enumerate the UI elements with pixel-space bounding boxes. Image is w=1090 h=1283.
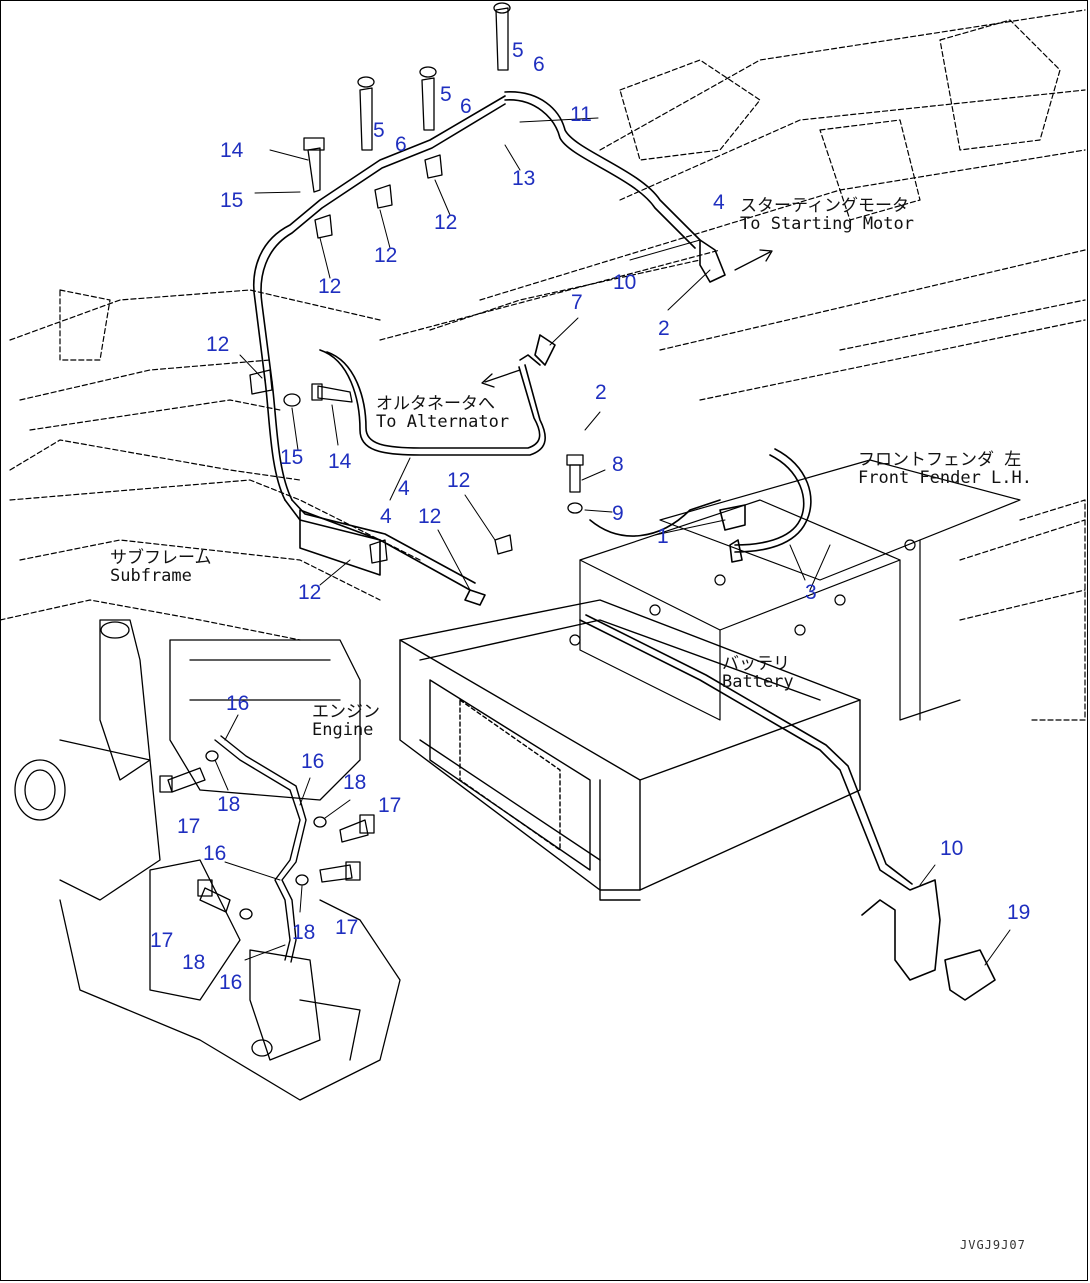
alternator-label: オルタネータへ To Alternator bbox=[376, 394, 510, 432]
callout-6: 6 bbox=[460, 95, 472, 118]
battery-label: バッテリ Battery bbox=[722, 654, 794, 692]
battery-jp: バッテリ bbox=[722, 654, 790, 674]
callout-16: 16 bbox=[219, 971, 243, 994]
callout-18: 18 bbox=[217, 793, 241, 816]
callout-12: 12 bbox=[447, 469, 471, 492]
engine-jp: エンジン bbox=[312, 702, 380, 722]
callout-12: 12 bbox=[298, 581, 322, 604]
battery-cables bbox=[579, 448, 996, 1001]
battery-cells bbox=[569, 459, 1021, 721]
callout-12: 12 bbox=[434, 211, 458, 234]
ground-cable bbox=[214, 735, 307, 963]
front-fender-en: Front Fender L.H. bbox=[858, 467, 1032, 488]
callout-4: 4 bbox=[380, 505, 392, 528]
callout-18: 18 bbox=[182, 951, 206, 974]
subframe-jp: サブフレーム bbox=[110, 548, 212, 568]
callout-2: 2 bbox=[595, 381, 607, 404]
callout-10: 10 bbox=[613, 271, 637, 294]
alternator-cable bbox=[319, 334, 556, 456]
callout-16: 16 bbox=[301, 750, 325, 773]
callout-5: 5 bbox=[373, 119, 385, 142]
callout-5: 5 bbox=[512, 39, 524, 62]
callout-4: 4 bbox=[398, 477, 410, 500]
callout-9: 9 bbox=[612, 502, 624, 525]
callout-13: 13 bbox=[512, 167, 536, 190]
callout-11: 11 bbox=[570, 103, 592, 126]
callout-12: 12 bbox=[418, 505, 442, 528]
callout-10: 10 bbox=[940, 837, 964, 860]
callout-12: 12 bbox=[206, 333, 230, 356]
battery-en: Battery bbox=[722, 671, 794, 692]
engine-label: エンジン Engine bbox=[312, 702, 380, 740]
callout-6: 6 bbox=[395, 133, 407, 156]
engine-en: Engine bbox=[312, 719, 374, 740]
callout-16: 16 bbox=[203, 842, 227, 865]
alternator-en: To Alternator bbox=[376, 411, 510, 432]
callout-1: 1 bbox=[657, 525, 669, 548]
callout-12: 12 bbox=[318, 275, 342, 298]
bolts bbox=[159, 2, 584, 920]
starting-motor-jp: スターティングモータ bbox=[740, 196, 909, 216]
callout-17: 17 bbox=[335, 916, 359, 939]
callout-15: 15 bbox=[280, 446, 304, 469]
front-fender-label: フロントフェンダ 左 Front Fender L.H. bbox=[858, 450, 1032, 488]
callout-6: 6 bbox=[533, 53, 545, 76]
callout-17: 17 bbox=[177, 815, 201, 838]
figure-code: JVGJ9J07 bbox=[960, 1238, 1026, 1252]
starting-motor-en: To Starting Motor bbox=[740, 213, 914, 234]
callout-5: 5 bbox=[440, 83, 452, 106]
callout-4: 4 bbox=[713, 191, 725, 214]
callout-19: 19 bbox=[1007, 901, 1031, 924]
callout-2: 2 bbox=[658, 317, 670, 340]
clamps bbox=[249, 154, 513, 564]
callout-18: 18 bbox=[292, 921, 316, 944]
callout-12: 12 bbox=[374, 244, 398, 267]
callout-15: 15 bbox=[220, 189, 244, 212]
direction-arrows bbox=[481, 249, 773, 388]
alternator-jp: オルタネータへ bbox=[376, 394, 495, 414]
upper-cable bbox=[253, 91, 726, 606]
callout-7: 7 bbox=[571, 291, 583, 314]
callout-14: 14 bbox=[220, 139, 244, 162]
leader-lines bbox=[214, 117, 1011, 966]
front-fender-jp: フロントフェンダ 左 bbox=[858, 450, 1022, 470]
battery-box bbox=[399, 599, 861, 901]
callout-16: 16 bbox=[226, 692, 250, 715]
callout-17: 17 bbox=[378, 794, 402, 817]
starting-motor-label: スターティングモータ To Starting Motor bbox=[740, 196, 914, 234]
subframe-label: サブフレーム Subframe bbox=[110, 548, 212, 586]
engine-block bbox=[14, 619, 401, 1101]
frame-structure bbox=[0, 9, 1086, 721]
callout-8: 8 bbox=[612, 453, 624, 476]
callout-18: 18 bbox=[343, 771, 367, 794]
callout-17: 17 bbox=[150, 929, 174, 952]
callout-3: 3 bbox=[805, 581, 817, 604]
callout-14: 14 bbox=[328, 450, 352, 473]
subframe-en: Subframe bbox=[110, 565, 192, 586]
